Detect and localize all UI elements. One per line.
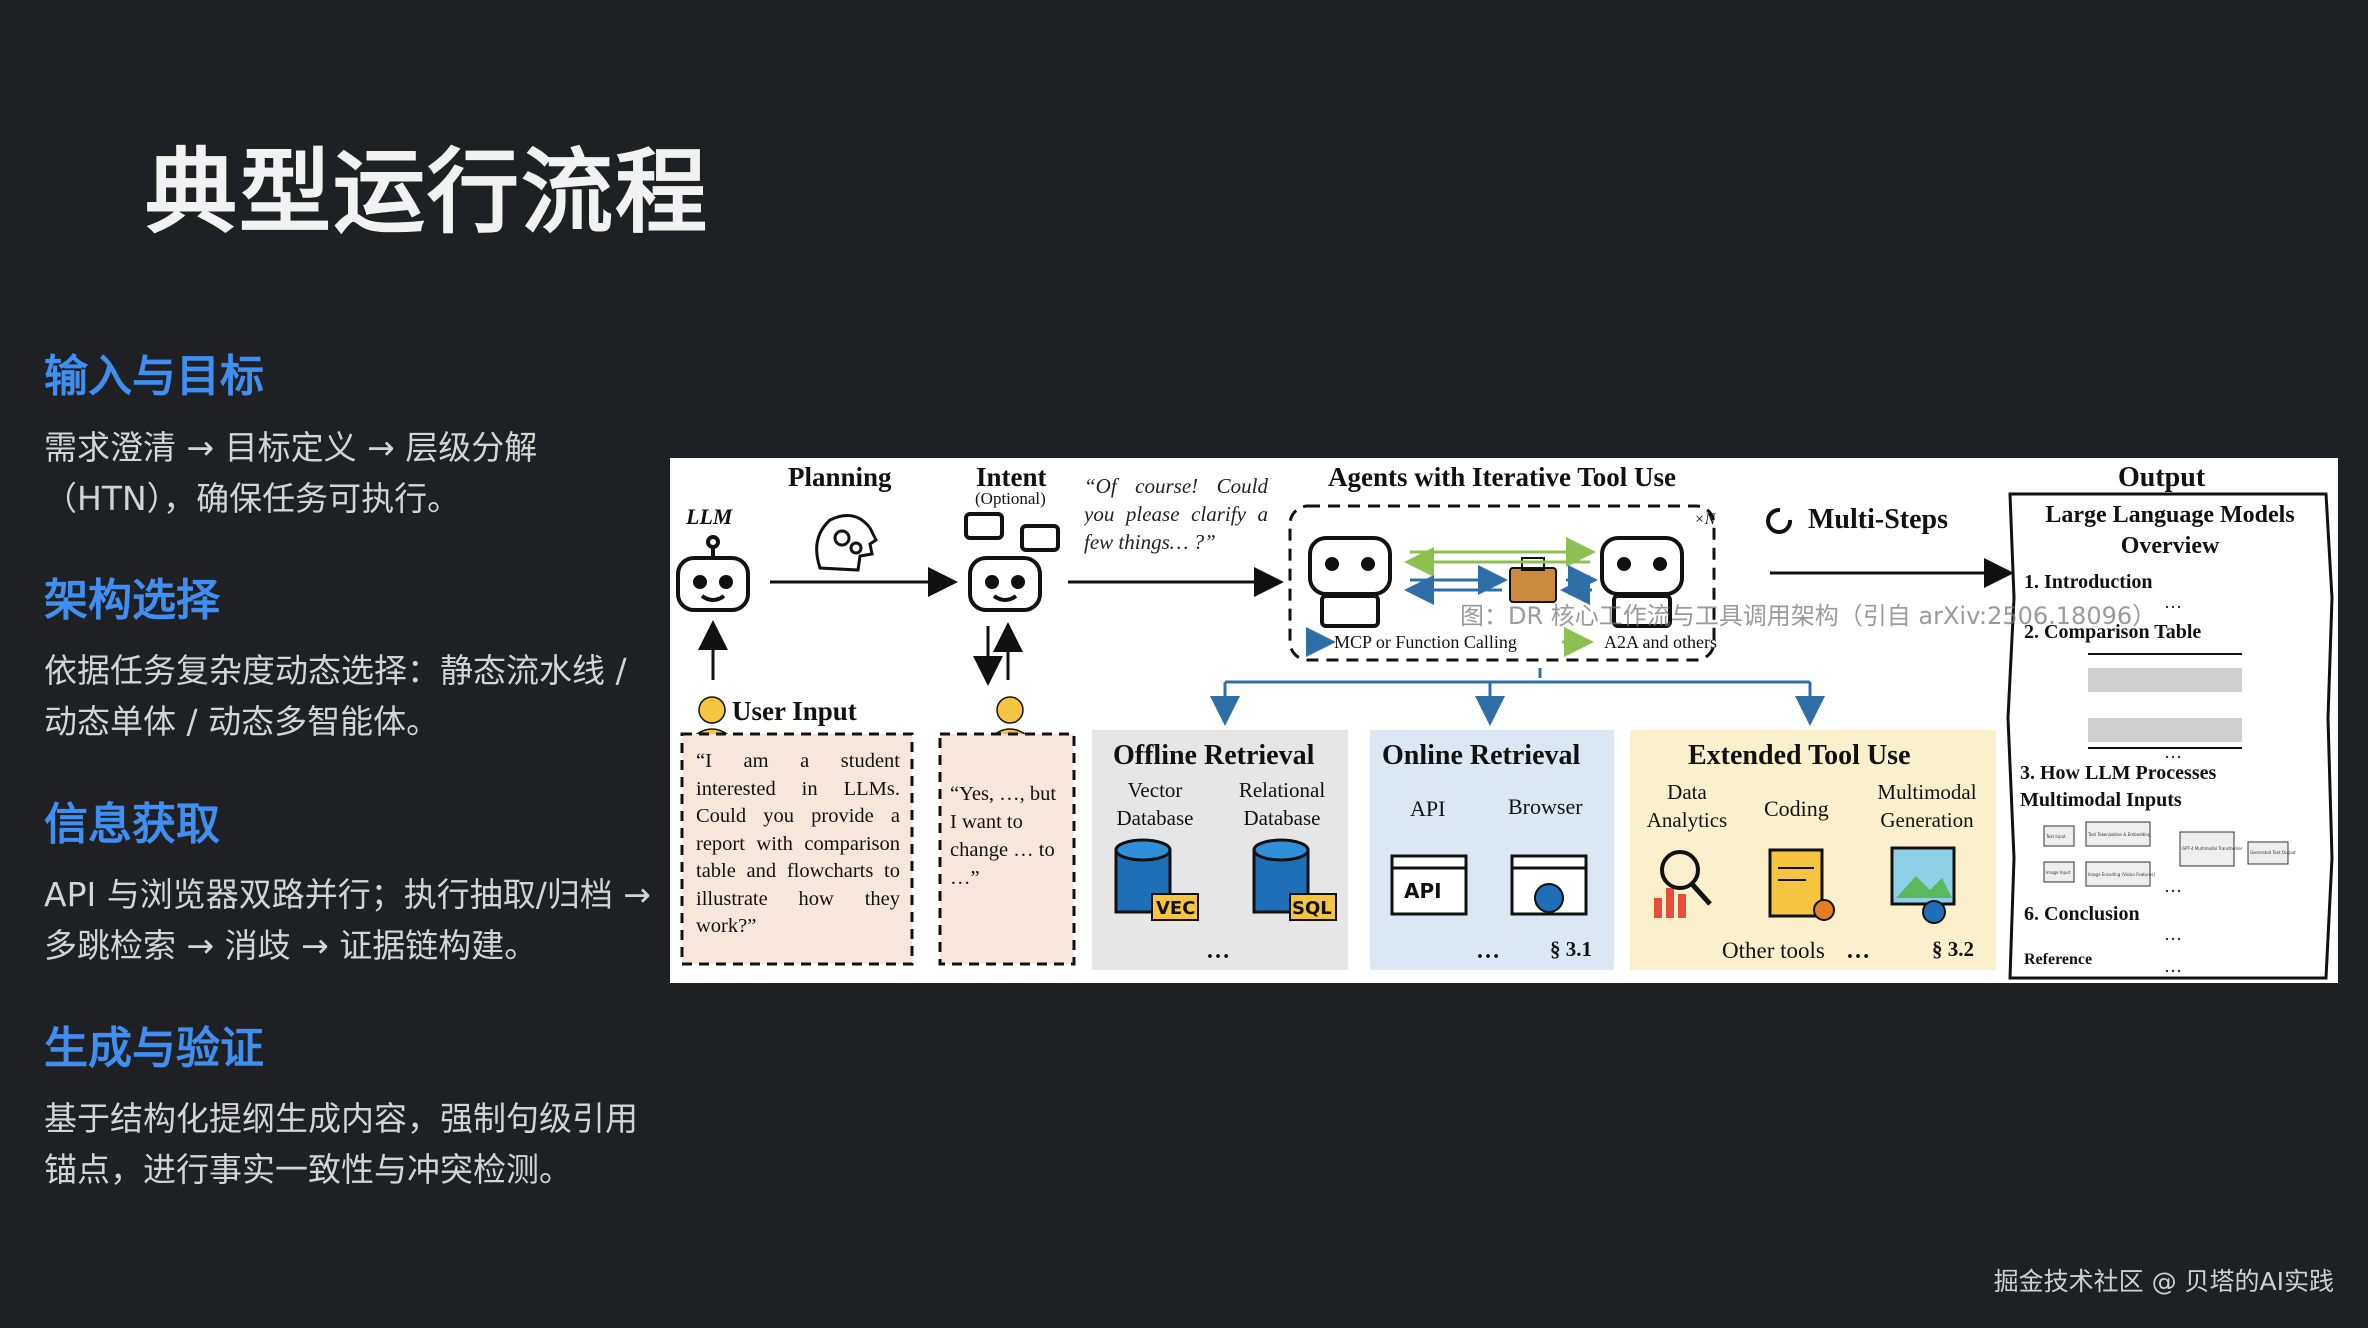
workflow-figure: LLM Planning Intent (Optional) “Of cours… [670, 458, 2338, 983]
doc-table-graphic [2088, 653, 2242, 749]
section-body-info-retrieval: API 与浏览器双路并行；执行抽取/归档 → 多跳检索 → 消歧 → 证据链构建… [44, 875, 651, 965]
user-avatar-icon-2 [988, 696, 1032, 739]
doc-reference: Reference [2024, 951, 2092, 968]
online-title: Online Retrieval [1382, 740, 1581, 771]
coding-label: Coding [1764, 796, 1829, 821]
section-heading-generation: 生成与验证 [44, 1023, 264, 1074]
user-input-quote: “I am a student interested in LLMs. Coul… [696, 750, 900, 937]
vector-db-label: Vector Database [1116, 778, 1194, 830]
browser-label: Browser [1508, 794, 1583, 819]
footer-credit: 掘金技术社区 @ 贝塔的AI实践 [1993, 1267, 2334, 1296]
intent-label: Intent [976, 462, 1047, 492]
relational-db-label: Relational Database [1238, 778, 1326, 830]
doc-how-llm: 3. How LLM Processes Multimodal Inputs [2020, 762, 2217, 811]
doc-ellipsis-2: … [2164, 742, 2182, 762]
api-label: API [1410, 796, 1445, 821]
section-body-architecture: 依据任务复杂度动态选择：静态流水线 / 动态单体 / 动态多智能体。 [44, 651, 627, 741]
vector-database-icon: VEC [1114, 838, 1199, 921]
refresh-icon [1766, 507, 1793, 534]
sql-tag: SQL [1292, 898, 1332, 919]
doc-ellipsis-1: … [2164, 592, 2182, 612]
online-ellipsis: … [1476, 938, 1500, 964]
coding-icon [1768, 848, 1835, 921]
tools-connector-line [1225, 668, 1810, 684]
user-input-title: User Input [732, 696, 857, 726]
user-avatar-icon [690, 696, 734, 739]
extended-title: Extended Tool Use [1688, 740, 1911, 771]
section-heading-info-retrieval: 信息获取 [44, 799, 220, 850]
planning-head-gears-icon [815, 514, 878, 572]
doc-ellipsis-4: … [2164, 924, 2182, 944]
clarify-quote: “Of course! Could you please clarify a f… [1084, 474, 1268, 554]
page-title: 典型运行流程 [145, 139, 710, 246]
intent-robot-icon [964, 512, 1060, 612]
llm-label: LLM [685, 504, 734, 529]
reply-box [938, 732, 1076, 966]
doc-comparison-table: 2. Comparison Table [2024, 621, 2201, 643]
toolbox-icon [1509, 557, 1557, 603]
agent-robot-right-icon [1600, 536, 1684, 628]
other-tools-label: Other tools [1722, 938, 1825, 963]
flow-text-tokenization: Text Tokenization & Embedding [2087, 832, 2151, 837]
section-heading-input-goal: 输入与目标 [44, 351, 264, 402]
section-body-generation: 基于结构化提纲生成内容，强制句级引用锚点，进行事实一致性与冲突检测。 [44, 1099, 638, 1189]
flow-image-input: Image Input [2046, 870, 2071, 875]
llm-robot-icon [676, 535, 750, 612]
doc-title: Large Language Models Overview [2045, 502, 2295, 559]
section-3-2-label: § 3.2 [1932, 937, 1974, 961]
doc-ellipsis-3: … [2164, 876, 2182, 896]
reply-quote: “Yes, …, but I want to change … to …” [950, 783, 1057, 889]
section-heading-architecture: 架构选择 [44, 575, 220, 626]
agents-title: Agents with Iterative Tool Use [1328, 462, 1676, 492]
planning-label: Planning [788, 462, 892, 492]
offline-ellipsis: … [1206, 938, 1230, 964]
section-3-1-label: § 3.1 [1550, 937, 1592, 961]
flow-gpt4: GPT-4 Multimodal Transformer [2182, 846, 2243, 851]
flow-text-input: Text Input [2045, 834, 2066, 839]
figure-caption: 图：DR 核心工作流与工具调用架构（引自 arXiv:2506.18096） [1460, 602, 2157, 630]
offline-title: Offline Retrieval [1113, 740, 1315, 771]
agent-robot-left-icon [1308, 536, 1392, 628]
data-analytics-icon [1654, 850, 1712, 918]
times-n-label: ×N [1694, 511, 1717, 528]
api-window-icon: API [1390, 854, 1468, 916]
multimodal-gen-label: Multimodal Generation [1877, 780, 1977, 832]
extended-ellipsis: … [1846, 938, 1870, 964]
user-input-box [680, 732, 914, 966]
multimodal-generation-icon [1890, 846, 1956, 924]
doc-introduction: 1. Introduction [2024, 571, 2153, 593]
intent-optional-label: (Optional) [975, 489, 1046, 508]
relational-database-icon: SQL [1252, 838, 1337, 921]
flow-generated-output: Generated Text Output [2250, 850, 2296, 855]
doc-ellipsis-5: … [2164, 956, 2182, 976]
multi-steps-label: Multi-Steps [1808, 504, 1948, 535]
browser-window-icon [1510, 854, 1588, 916]
api-tag: API [1404, 879, 1442, 903]
data-analytics-label: Data Analytics [1646, 780, 1728, 832]
doc-flowchart-graphic: Text Input Text Tokenization & Embedding… [2043, 821, 2296, 887]
a2a-label: A2A and others [1604, 632, 1717, 652]
online-panel [1370, 730, 1614, 970]
output-title: Output [2118, 462, 2206, 493]
mcp-label: MCP or Function Calling [1334, 632, 1517, 652]
section-body-input-goal: 需求澄清 → 目标定义 → 层级分解（HTN），确保任务可执行。 [44, 428, 538, 518]
vec-tag: VEC [1156, 898, 1195, 919]
doc-conclusion: 6. Conclusion [2024, 903, 2140, 925]
flow-image-encoding: Image Encoding (Vision Features) [2088, 872, 2155, 877]
